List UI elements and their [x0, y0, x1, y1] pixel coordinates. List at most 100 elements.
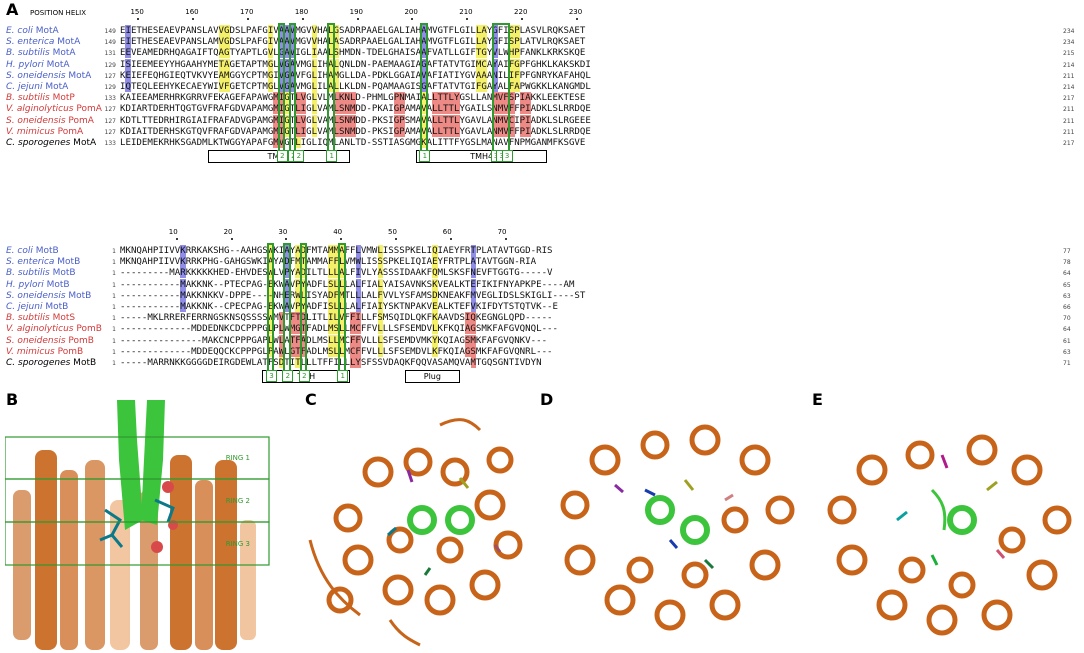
residue-highlight	[432, 267, 438, 279]
residue-highlight	[421, 69, 427, 81]
residue-highlight	[476, 36, 488, 48]
tick-dot	[192, 18, 195, 20]
residue-highlight	[377, 301, 384, 312]
species-italic: H. pylori	[6, 279, 44, 290]
residue-highlight	[289, 323, 307, 335]
residue-highlight	[218, 58, 230, 70]
protein-name: MotA	[49, 48, 76, 59]
residue-highlight	[218, 69, 230, 81]
end-position: 211	[1063, 72, 1075, 80]
start-position: 131	[104, 50, 116, 58]
residue-highlight	[421, 25, 427, 36]
species-italic: C. sporogenes	[6, 138, 71, 148]
sequence-row: MKNQAHPIIVVKRRKPHG-GAHGSWKIAYADFMTAMMAFF…	[120, 257, 537, 268]
residue-highlight	[278, 323, 285, 335]
residue-highlight	[432, 289, 438, 301]
start-position: 1	[112, 304, 116, 311]
conserved-position-box	[288, 23, 297, 163]
species-label: E. coli MotB	[6, 246, 59, 256]
residue-highlight	[465, 334, 477, 346]
species-label: S. oneidensis MotB	[6, 291, 91, 301]
position-tick: 60	[442, 228, 452, 236]
species-label: B. subtilis MotA	[6, 48, 76, 58]
tick-dot	[285, 238, 288, 240]
residue-highlight	[432, 278, 438, 290]
species-label: C. sporogenes MotA	[6, 138, 96, 148]
residue-highlight	[284, 278, 290, 290]
residue-highlight	[492, 47, 499, 59]
end-position: 71	[1063, 360, 1071, 367]
protein-name: PomB	[65, 335, 94, 346]
species-italic: S. oneidensis	[6, 335, 66, 346]
end-position: 215	[1063, 50, 1075, 58]
conserved-position-box	[338, 243, 346, 383]
start-position: 129	[104, 84, 116, 91]
ring-number-label: 3	[501, 150, 513, 163]
species-label: S. oneidensis MotA	[6, 71, 91, 81]
residue-highlight	[284, 245, 290, 256]
position-tick: 50	[388, 228, 397, 236]
position-tick: 20	[223, 228, 233, 236]
residue-highlight	[311, 25, 318, 36]
residue-highlight	[492, 81, 499, 92]
residue-highlight	[476, 81, 488, 92]
conserved-position-box	[420, 23, 428, 163]
species-italic: V. alginolyticus	[6, 324, 74, 335]
ring-number-label: 2	[293, 150, 305, 163]
residue-highlight	[218, 25, 230, 36]
residue-highlight	[180, 289, 186, 301]
residue-highlight	[421, 36, 427, 48]
residue-highlight	[311, 36, 318, 48]
residue-highlight	[180, 256, 186, 268]
tick-dot	[449, 238, 452, 240]
residue-highlight	[284, 92, 290, 104]
residue-highlight	[432, 334, 438, 346]
residue-highlight	[295, 357, 301, 368]
residue-highlight	[284, 267, 290, 279]
residue-highlight	[377, 289, 384, 301]
species-label: C. jejuni MotB	[6, 302, 68, 312]
residue-highlight	[125, 47, 131, 59]
sequence-row: EIETHESEAEVPANSLAMVGDSLPAFGIVAAVMGVVHALA…	[120, 37, 586, 48]
tick-dot	[395, 238, 397, 240]
residue-highlight	[278, 36, 296, 48]
residue-highlight	[465, 312, 477, 324]
residue-highlight	[355, 256, 362, 268]
residue-highlight	[476, 47, 488, 59]
residue-highlight	[278, 25, 296, 36]
residue-highlight	[267, 69, 274, 81]
species-label: B. subtilis MotP	[6, 93, 75, 103]
residue-highlight	[284, 114, 290, 126]
residue-highlight	[328, 312, 345, 324]
protein-name: MotS	[49, 313, 76, 324]
residue-highlight	[333, 114, 356, 126]
end-position: 65	[1063, 281, 1071, 289]
residue-highlight	[311, 92, 318, 104]
position-tick: 160	[185, 8, 199, 16]
conserved-position-box	[277, 23, 286, 163]
end-position: 211	[1063, 106, 1075, 114]
sequence-row: -----MARRNKKGGGGDEIRGDEWLATFSDTITLLLTFFI…	[120, 358, 542, 368]
panel-c-top-view	[308, 418, 523, 647]
start-position: 1	[112, 326, 116, 334]
residue-highlight	[284, 125, 290, 137]
start-position: 129	[104, 61, 116, 69]
residue-highlight	[328, 256, 345, 268]
panel-d-top-view	[560, 424, 795, 631]
start-position: 1	[112, 292, 116, 300]
residue-highlight	[492, 103, 515, 115]
end-position: 66	[1063, 304, 1071, 311]
position-tick: 170	[240, 8, 254, 16]
species-label: H. pylori MotB	[6, 280, 70, 290]
residue-highlight	[311, 81, 318, 92]
residue-highlight	[470, 245, 477, 256]
tick-dot	[247, 18, 250, 20]
residue-highlight	[328, 301, 345, 312]
residue-highlight	[267, 345, 274, 357]
residue-highlight	[311, 103, 318, 115]
ring-number-label: 2	[282, 370, 294, 383]
residue-highlight	[432, 114, 460, 126]
protein-name: MotA	[54, 37, 81, 48]
residue-highlight	[355, 289, 362, 301]
residue-highlight	[377, 256, 384, 268]
